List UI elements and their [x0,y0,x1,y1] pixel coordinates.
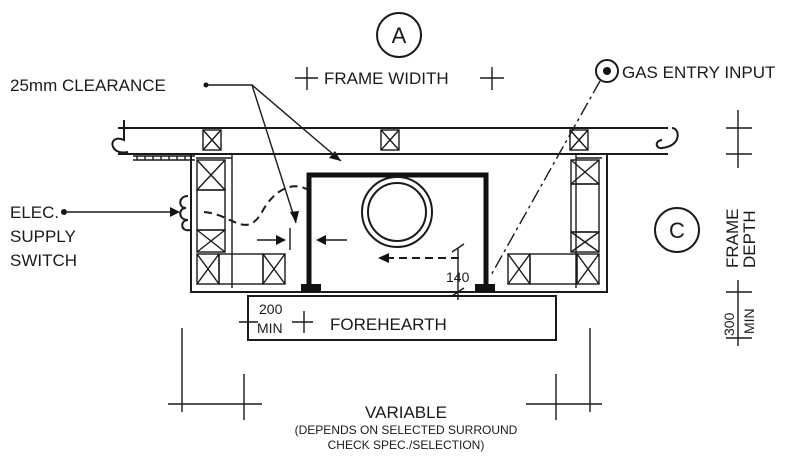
elec-supply-callout: ELEC. SUPPLY SWITCH [10,203,180,270]
min-left-label: MIN [257,320,283,336]
frame-depth-dimension: C FRAME DEPTH [654,110,759,269]
marker-c-text: C [669,218,685,243]
elec-cable [179,185,309,232]
note-line1: (DEPENDS ON SELECTED SURROUND [295,423,518,437]
frame-width-dimension: FRAME WIDITH [295,67,504,90]
min-right-label: MIN [741,308,757,334]
gas-pipe [378,253,462,263]
marker-a-text: A [392,23,407,48]
frame-depth-line2: DEPTH [740,210,759,268]
dimension-300-min: 300 MIN [721,280,757,346]
clearance-label: 25mm CLEARANCE [10,76,166,95]
forehearth-label: FOREHEARTH [330,315,447,334]
left-studs [196,159,286,285]
elec-line1: ELEC. [10,203,59,222]
dim-140-label: 140 [446,269,470,285]
clearance-callout: 25mm CLEARANCE [10,76,342,224]
clearance-arrows [257,228,347,250]
firebox [301,172,495,292]
dimension-140: 140 [446,243,470,300]
variable-label: VARIABLE [365,403,447,422]
right-studs [507,159,600,285]
variable-dimension: VARIABLE (DEPENDS ON SELECTED SURROUND C… [168,328,602,452]
top-slab [111,120,679,155]
left-ledge [133,155,195,161]
frame-width-label: FRAME WIDITH [324,69,449,88]
forehearth: 200 MIN FOREHEARTH [239,295,557,341]
dim-300-label: 300 [721,312,737,336]
marker-a: A [376,12,422,58]
gas-entry-label: GAS ENTRY INPUT [622,63,775,82]
dim-200-label: 200 [259,301,283,317]
frame-depth-line1: FRAME [723,209,742,269]
elec-line2: SUPPLY [10,227,76,246]
elec-line3: SWITCH [10,251,77,270]
gas-entry-callout: GAS ENTRY INPUT [489,59,775,278]
note-line2: CHECK SPEC./SELECTION) [328,438,485,452]
